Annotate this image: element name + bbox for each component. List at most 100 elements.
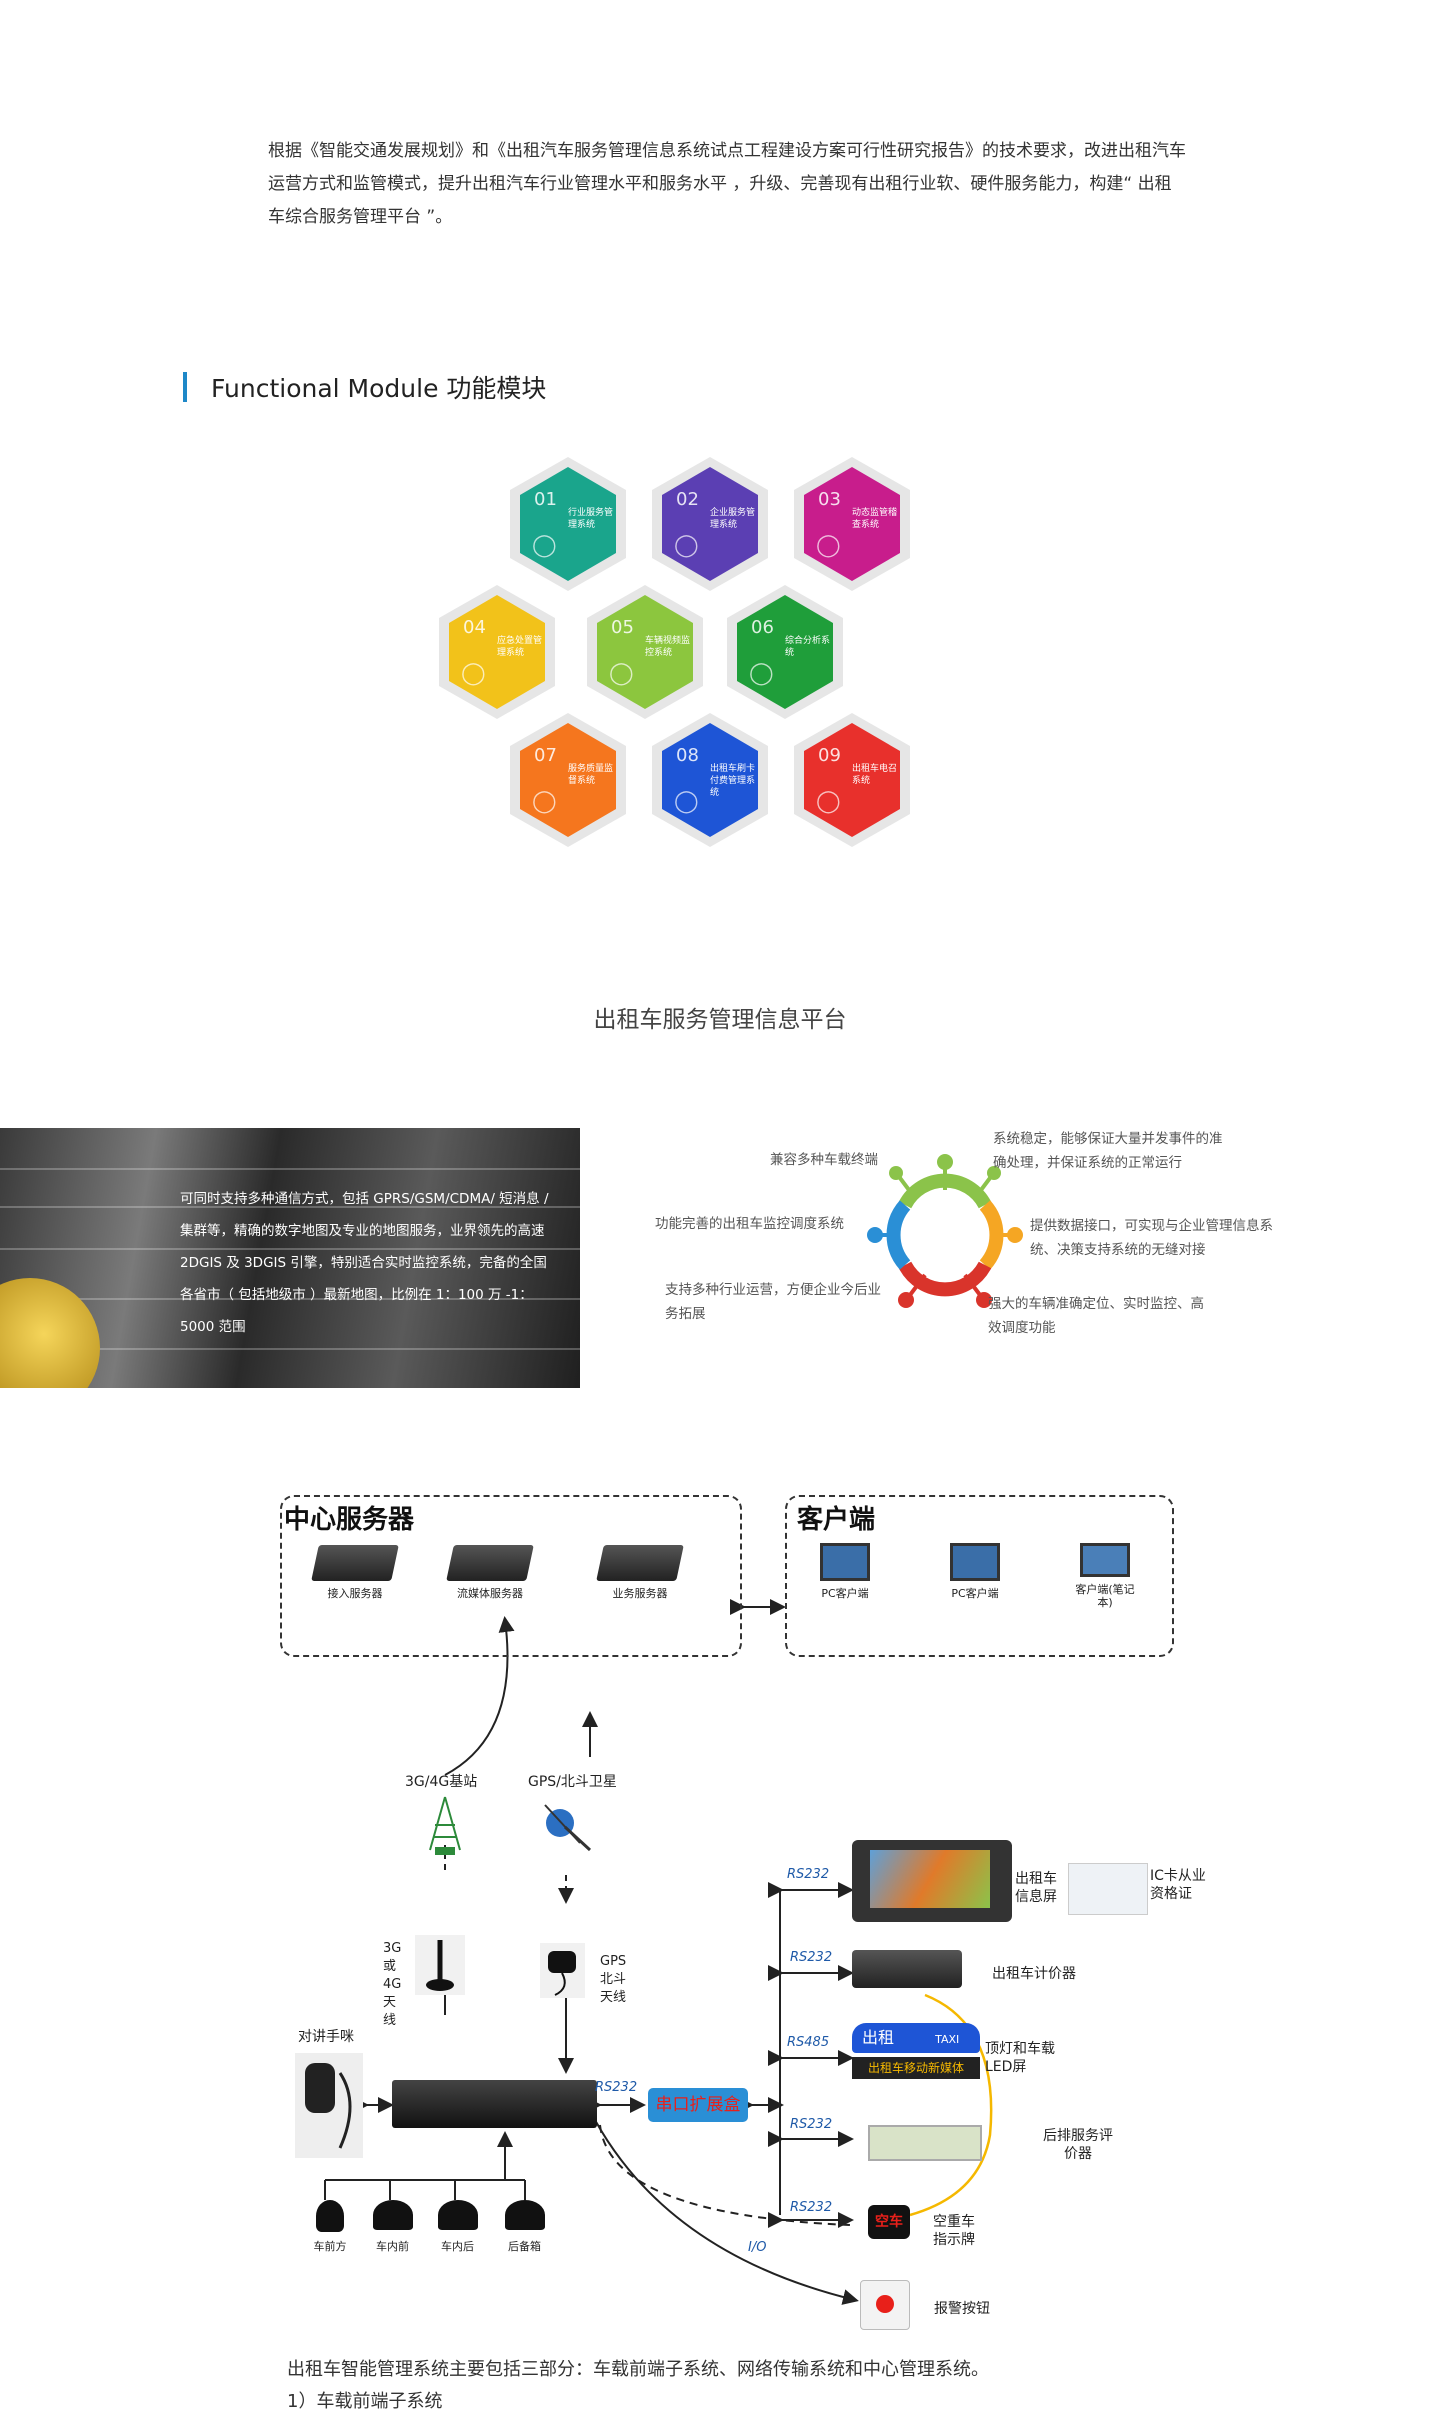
satellite-icon <box>535 1795 595 1855</box>
document-icon: ◯ <box>461 661 486 686</box>
camera-trunk[interactable]: 后备箱 <box>502 2200 547 2253</box>
taxi-photo-banner: 可同时支持多种通信方式，包括 GPRS/GSM/CDMA/ 短消息 / 集群等，… <box>0 1128 580 1388</box>
module-number: 05 <box>611 617 634 638</box>
diagram-connectors <box>324 1599 993 2305</box>
server-icon <box>446 1545 534 1581</box>
meter-label: 出租车计价器 <box>992 1966 1076 1982</box>
port-label: RS232 <box>790 2200 833 2215</box>
module-label: 应急处置管理系统 <box>497 636 543 658</box>
pc-icon <box>950 1543 1000 1581</box>
camera-front[interactable]: 车前方 <box>310 2200 350 2253</box>
server-icon <box>596 1545 684 1581</box>
intro-paragraph: 根据《智能交通发展规划》和《出租汽车服务管理信息系统试点工程建设方案可行性研究报… <box>268 141 1186 227</box>
module-hexagon[interactable]: 07 服务质量监督系统 ◯ <box>508 711 628 849</box>
feature-ring-graphic <box>860 1150 1030 1320</box>
intercom-label: 对讲手咪 <box>298 2029 354 2045</box>
module-number: 09 <box>818 745 841 766</box>
module-number: 07 <box>534 745 557 766</box>
feature-top-left: 兼容多种车载终端 <box>770 1152 878 1168</box>
system-diagram: 中心服务器 客户端 接入服务器 流媒体服务器 业务服务器 PC客户端 PC客户端… <box>270 1495 1206 2340</box>
media-server[interactable]: 流媒体服务器 <box>446 1545 534 1600</box>
empty-sign-label: 空重车指示牌 <box>933 2214 975 2248</box>
feature-top-right: 系统稳定，能够保证大量并发事件的准确处理，并保证系统的正常运行 <box>993 1131 1223 1171</box>
module-hexagon[interactable]: 08 出租车刷卡付费管理系统 ◯ <box>650 711 770 849</box>
feature-mid-left: 功能完善的出租车监控调度系统 <box>655 1216 844 1232</box>
alarm-button-device[interactable] <box>860 2280 910 2330</box>
taxi-text: TAXI <box>935 2033 960 2046</box>
gps-antenna-icon <box>540 1943 585 1998</box>
info-screen-device[interactable] <box>852 1840 1012 1922</box>
module-label: 服务质量监督系统 <box>568 764 614 786</box>
serial-expansion-box[interactable]: 串口扩展盒 <box>648 2088 748 2122</box>
antenna-gps-label: GPS北斗天线 <box>600 1954 627 2005</box>
alarm-label: 报警按钮 <box>934 2301 990 2317</box>
footer-subsection: 1）车载前端子系统 <box>287 2391 443 2412</box>
dome-camera-icon <box>372 2200 413 2230</box>
port-label: RS232 <box>790 2117 833 2132</box>
module-label: 企业服务管理系统 <box>710 508 756 530</box>
alarm-icon <box>876 2295 894 2313</box>
cell-tower-icon <box>425 1795 465 1855</box>
feature-bottom-left: 支持多种行业运营，方便企业今后业务拓展 <box>665 1282 881 1322</box>
top-light-label: 顶灯和车载LED屏 <box>985 2041 1055 2075</box>
info-screen-label: 出租车信息屏 <box>1015 1871 1057 1905</box>
server-icon <box>311 1545 399 1581</box>
intercom-mic-icon <box>295 2053 363 2158</box>
screen-icon <box>870 1850 990 1908</box>
vehicle-dvr-unit[interactable] <box>392 2080 597 2128</box>
barcode-icon: ◯ <box>816 789 841 814</box>
module-label: 车辆视频监控系统 <box>645 636 691 658</box>
module-hexagon[interactable]: 02 企业服务管理系统 ◯ <box>650 455 770 593</box>
access-server[interactable]: 接入服务器 <box>311 1545 399 1600</box>
section-header: Functional Module 功能模块 <box>183 370 546 404</box>
pc-client-2[interactable]: PC客户端 <box>940 1543 1010 1600</box>
module-number: 08 <box>676 745 699 766</box>
ic-card-image <box>1068 1863 1148 1915</box>
module-number: 02 <box>676 489 699 510</box>
empty-sign-device[interactable]: 空车 <box>868 2205 910 2239</box>
taxi-image <box>0 1278 100 1388</box>
module-label: 出租车刷卡付费管理系统 <box>710 764 756 798</box>
platform-title: 出租车服务管理信息平台 <box>593 1007 847 1033</box>
service-evaluator-device[interactable] <box>868 2125 982 2161</box>
port-label: RS232 <box>787 1867 830 1882</box>
section-accent-bar <box>183 372 187 402</box>
antenna-3g-icon <box>415 1935 465 1995</box>
module-number: 01 <box>534 489 557 510</box>
top-light-device[interactable]: 出租 TAXI <box>852 2023 980 2053</box>
ic-card-label: IC卡从业资格证 <box>1150 1868 1206 1902</box>
photo-description: 可同时支持多种通信方式，包括 GPRS/GSM/CDMA/ 短消息 / 集群等，… <box>180 1191 549 1335</box>
antenna-3g-label: 3G或4G天线 <box>383 1941 402 2028</box>
center-server-title: 中心服务器 <box>284 1505 415 1535</box>
business-server[interactable]: 业务服务器 <box>596 1545 684 1600</box>
taxi-meter-device[interactable] <box>852 1950 962 1988</box>
port-label: RS232 <box>790 1950 833 1965</box>
port-label: RS485 <box>787 2035 830 2050</box>
port-label: RS232 <box>595 2080 638 2095</box>
pc-client-1[interactable]: PC客户端 <box>810 1543 880 1600</box>
client-group: 客户端 <box>785 1495 1174 1657</box>
laptop-client[interactable]: 客户端(笔记本) <box>1070 1543 1140 1609</box>
camera-icon <box>316 2200 344 2232</box>
gps-sat-label: GPS/北斗卫星 <box>528 1774 617 1790</box>
envelope-icon: ◯ <box>532 789 557 814</box>
module-hexagon[interactable]: 05 车辆视频监控系统 ◯ <box>585 583 705 721</box>
camera-inner-front[interactable]: 车内前 <box>370 2200 415 2253</box>
led-screen: 出租车移动新媒体 <box>852 2057 980 2079</box>
module-label: 综合分析系统 <box>785 636 831 658</box>
top-light-text: 出租 <box>862 2028 895 2047</box>
monitor-icon: ◯ <box>674 533 699 558</box>
feature-bottom-right: 强大的车辆准确定位、实时监控、高效调度功能 <box>988 1296 1204 1336</box>
camera-inner-rear[interactable]: 车内后 <box>435 2200 480 2253</box>
module-number: 06 <box>751 617 774 638</box>
magnifier-icon: ◯ <box>609 661 634 686</box>
person-icon: ◯ <box>816 533 841 558</box>
screen-icon: ◯ <box>674 789 699 814</box>
footer-summary: 出租车智能管理系统主要包括三部分：车载前端子系统、网络传输系统和中心管理系统。 <box>287 2359 989 2380</box>
